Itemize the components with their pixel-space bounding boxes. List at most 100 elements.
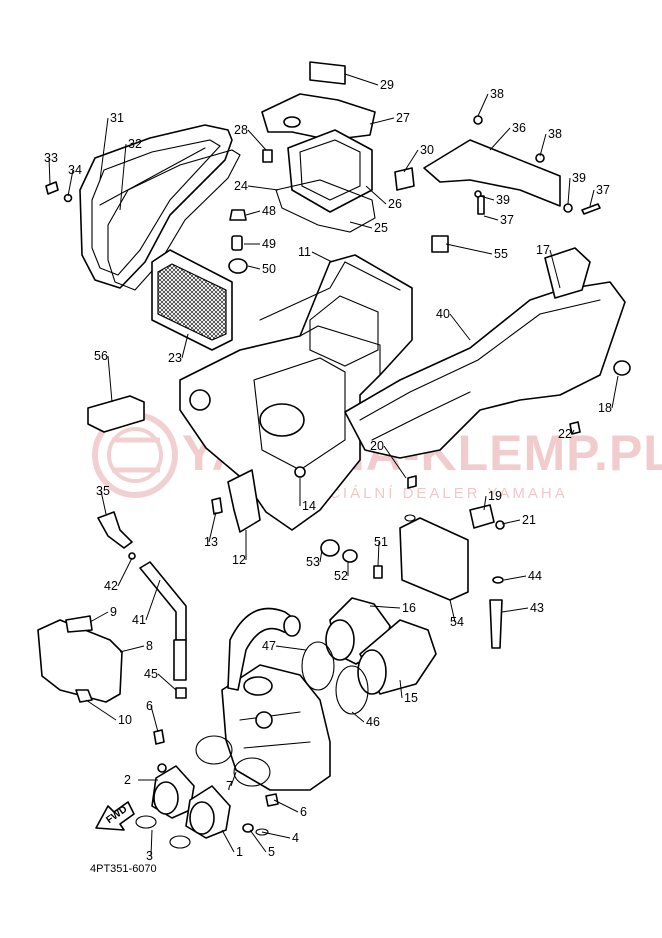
foam-block: [87, 395, 145, 433]
top-right-bracket: [423, 115, 601, 215]
part-number-label: 17: [536, 243, 550, 257]
leader-line: [589, 189, 595, 207]
intake-manifolds: [135, 729, 279, 849]
part-number-label: 32: [128, 137, 142, 151]
part-number-label: 47: [262, 639, 276, 653]
part-number-label: 11: [298, 245, 311, 259]
screw-33: [45, 181, 73, 203]
leader-line: [99, 117, 109, 181]
leader-line: [261, 831, 291, 839]
screw-28: [262, 149, 273, 163]
leader-line: [208, 511, 217, 543]
leader-line: [479, 195, 495, 201]
leader-line: [383, 445, 407, 479]
diagram-code: 4PT351-6070: [90, 863, 157, 875]
part-number-label: 30: [420, 143, 434, 157]
leader-line: [117, 557, 133, 587]
leader-line: [67, 169, 74, 197]
part-number-label: 27: [396, 111, 410, 125]
part-number-label: 6: [146, 699, 153, 713]
part-number-label: 53: [306, 555, 320, 569]
leader-line: [150, 829, 153, 857]
part-number-label: 45: [144, 667, 158, 681]
part-number-label: 21: [522, 513, 536, 527]
small-parts-center: [407, 421, 581, 530]
forward-arrow-icon: FWD: [95, 801, 135, 831]
part-number-label: 41: [132, 613, 146, 627]
part-number-label: 55: [494, 247, 508, 261]
leader-line: [230, 771, 237, 787]
bracket-12: [211, 469, 261, 533]
part-number-label: 29: [380, 78, 394, 92]
leader-line: [483, 495, 487, 511]
leader-line: [273, 799, 299, 813]
part-labels: 1234566789101112131415161718192021222324…: [44, 78, 612, 863]
leader-line: [48, 157, 51, 185]
leader-line: [369, 117, 395, 125]
part-number-label: 25: [374, 221, 388, 235]
part-number-label: 37: [596, 183, 610, 197]
leader-line: [349, 221, 373, 229]
part-number-label: 38: [490, 87, 504, 101]
leader-line: [85, 699, 117, 721]
part-number-label: 15: [404, 691, 418, 705]
cover-gasket: [107, 149, 241, 291]
carburetor-assembly: [221, 607, 331, 791]
part-number-label: 19: [488, 489, 502, 503]
part-number-label: 4: [292, 831, 299, 845]
part-number-label: 43: [530, 601, 544, 615]
leader-line: [477, 93, 489, 117]
part-number-label: 22: [558, 427, 572, 441]
part-number-label: 40: [436, 307, 450, 321]
grommets-center: [320, 539, 383, 579]
part-number-label: 35: [96, 484, 110, 498]
part-number-label: 39: [496, 193, 510, 207]
part-number-label: 42: [104, 579, 118, 593]
part-number-label: 20: [370, 439, 384, 453]
leader-line: [344, 73, 379, 86]
part-number-label: 39: [572, 171, 586, 185]
part-number-label: 6: [300, 805, 307, 819]
leader-line: [145, 579, 161, 621]
drain-hose: [489, 576, 504, 649]
part-number-label: 54: [450, 615, 464, 629]
leader-line: [501, 519, 521, 525]
part-number-label: 18: [598, 401, 612, 415]
leader-line: [549, 249, 561, 289]
leader-line: [483, 215, 499, 221]
breather-hose: [97, 511, 187, 699]
leader-line: [157, 673, 177, 691]
leader-line: [119, 645, 145, 653]
part-number-label: 24: [234, 179, 248, 193]
part-number-label: 48: [262, 204, 276, 218]
leader-line: [377, 541, 380, 567]
part-number-label: 2: [124, 773, 131, 787]
intake-joints: [301, 597, 437, 715]
part-number-label: 13: [204, 535, 218, 549]
leader-line: [181, 333, 189, 359]
part-number-label: 8: [146, 639, 153, 653]
part-number-label: 49: [262, 237, 276, 251]
part-number-label: 23: [168, 351, 182, 365]
leader-line: [319, 549, 323, 563]
part-number-label: 37: [500, 213, 514, 227]
part-number-label: 14: [302, 499, 316, 513]
left-cover: [79, 124, 233, 289]
part-number-label: 50: [262, 262, 276, 276]
leader-line: [119, 143, 127, 211]
leader-line: [449, 599, 456, 623]
leader-line: [449, 313, 471, 341]
leader-line: [399, 679, 403, 699]
part-number-label: 33: [44, 151, 58, 165]
part-number-label: 28: [234, 123, 248, 137]
grommet-stack: [228, 209, 248, 274]
leader-line: [489, 127, 511, 151]
leader-line: [150, 705, 159, 733]
leader-line: [221, 829, 235, 853]
leader-line: [501, 607, 529, 613]
leader-line: [611, 375, 619, 409]
filter-element: [151, 249, 233, 351]
leader-line: [100, 490, 107, 515]
leader-line: [247, 265, 261, 270]
